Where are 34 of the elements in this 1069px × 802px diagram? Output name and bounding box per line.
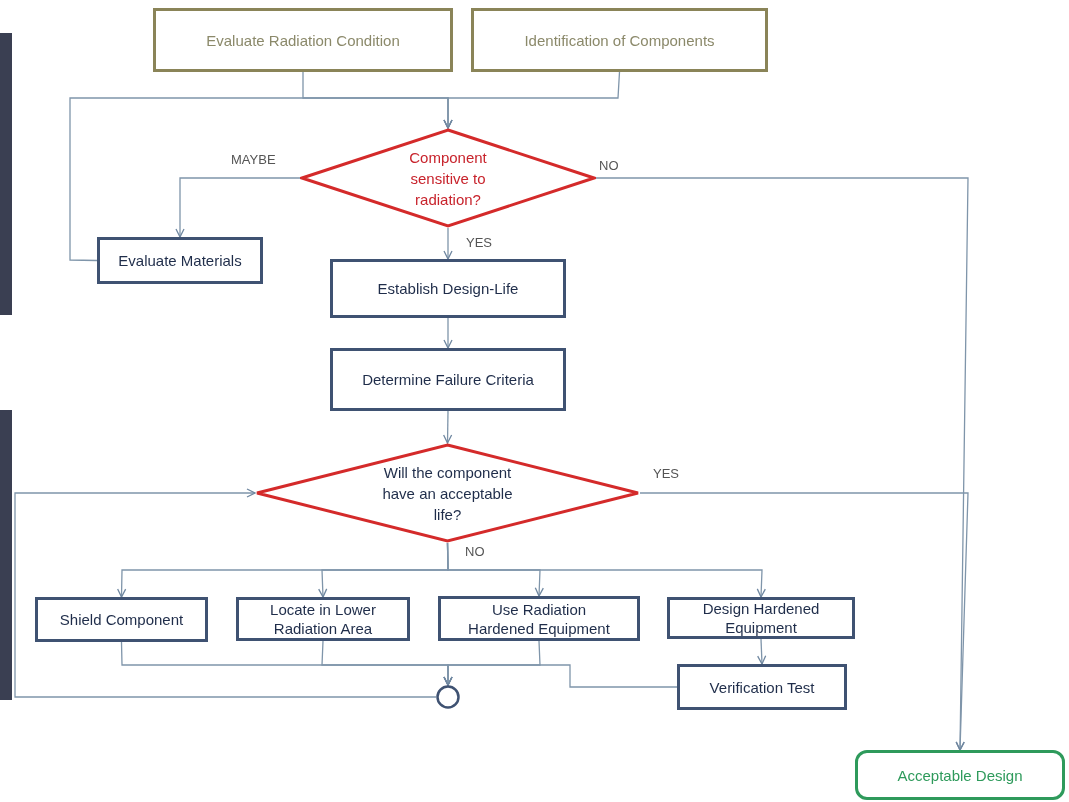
process-box xyxy=(438,596,640,641)
box-text: Verification Test xyxy=(709,677,815,697)
box-text: Acceptable Design xyxy=(897,765,1023,785)
arrow xyxy=(175,177,301,238)
arrow xyxy=(446,542,766,598)
process-box xyxy=(677,664,847,710)
process-box xyxy=(35,597,208,642)
decision-text: Will the component have an acceptable life? xyxy=(381,462,514,525)
box-text: Determine Failure Criteria xyxy=(362,370,534,389)
process-box xyxy=(236,597,410,641)
arrow xyxy=(69,97,453,262)
process-box xyxy=(153,8,453,72)
process-box xyxy=(330,259,566,318)
arrow xyxy=(639,492,969,751)
box-text: Locate in Lower Radiation Area xyxy=(269,600,377,638)
arrow xyxy=(443,664,678,688)
box-text: Shield Component xyxy=(59,610,184,629)
box-text: Evaluate Radiation Condition xyxy=(206,30,400,50)
process-box xyxy=(855,750,1065,800)
arrow xyxy=(757,638,767,665)
arrow xyxy=(14,488,437,698)
process-box xyxy=(97,237,263,284)
decision-text: Component sensitive to radiation? xyxy=(408,147,488,210)
arrow xyxy=(443,317,453,349)
box-text: Design Hardened Equipment xyxy=(701,599,821,637)
box-text: Establish Design-Life xyxy=(377,279,519,298)
process-box xyxy=(667,597,855,639)
box-text: Use Radiation Hardened Equipment xyxy=(467,599,611,638)
box-text: Identification of Components xyxy=(524,30,715,50)
arrow xyxy=(443,227,453,260)
arrow xyxy=(443,410,453,444)
process-box xyxy=(330,348,566,411)
process-box xyxy=(471,8,768,72)
box-text: Evaluate Materials xyxy=(118,251,242,270)
